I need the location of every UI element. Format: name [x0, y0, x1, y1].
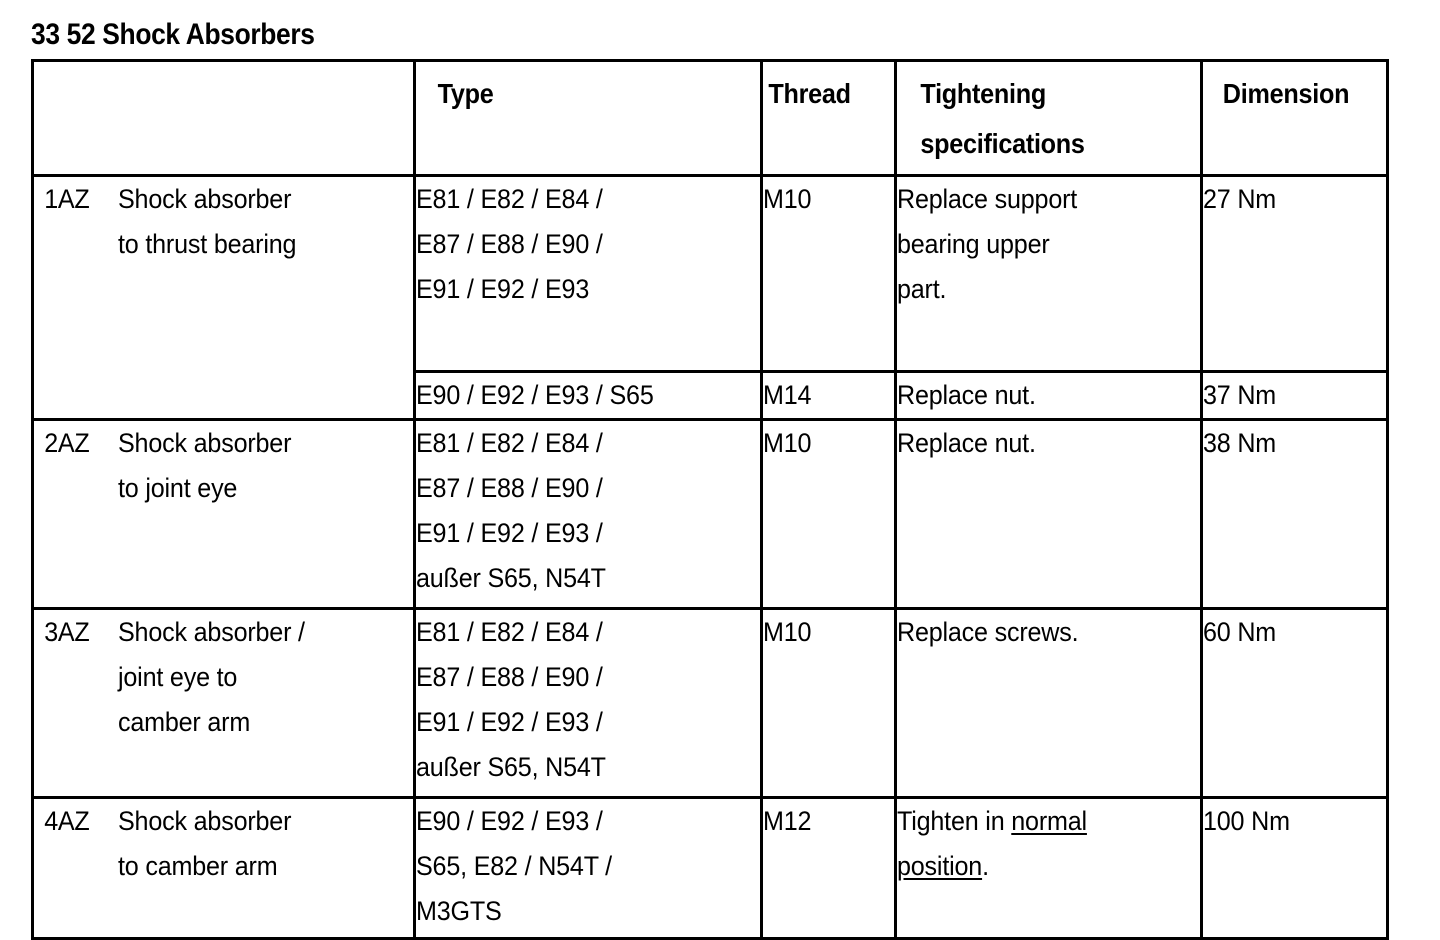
cell-dimension: 37 Nm	[1200, 370, 1389, 421]
cell-specifications: Tighten in normal position.	[894, 796, 1203, 940]
row-item-2az: 2AZ Shock absorber to joint eye	[31, 418, 416, 610]
cell-thread: M10	[760, 174, 897, 373]
spec-line-1: Tighten in normal	[897, 806, 1087, 836]
table-row: E90 / E92 / E93 / S65 M14 Replace nut. 3…	[33, 370, 1389, 421]
cell-specifications: Replace nut.	[894, 418, 1203, 610]
cell-type: E81 / E82 / E84 / E87 / E88 / E90 / E91 …	[413, 418, 763, 610]
cell-dimension: 100 Nm	[1200, 796, 1389, 940]
cell-thread: M14	[760, 370, 897, 421]
item-code: 4AZ	[44, 806, 90, 836]
column-header-type-label: Type	[437, 78, 494, 109]
item-code: 3AZ	[44, 617, 90, 647]
cell-type: E81 / E82 / E84 / E87 / E88 / E90 / E91 …	[413, 174, 763, 373]
cell-type: E90 / E92 / E93 / S65, E82 / N54T / M3GT…	[413, 796, 763, 940]
item-description: Shock absorber to thrust bearing	[118, 184, 297, 259]
cell-dimension: 60 Nm	[1200, 607, 1389, 799]
row-item-3az: 3AZ Shock absorber / joint eye to camber…	[31, 607, 416, 799]
column-header-type: Type	[413, 59, 763, 177]
cell-thread: M10	[760, 418, 897, 610]
column-header-specifications: Tightening specifications	[894, 59, 1203, 177]
cell-thread: M10	[760, 607, 897, 799]
column-header-thread-label: Thread	[768, 78, 851, 109]
item-description: Shock absorber to camber arm	[118, 806, 292, 881]
table-row: 4AZ Shock absorber to camber arm E90 / E…	[31, 796, 1389, 940]
table-row: 2AZ Shock absorber to joint eye E81 / E8…	[31, 418, 1389, 610]
cell-specifications: Replace nut.	[894, 370, 1203, 421]
item-description: Shock absorber / joint eye to camber arm	[118, 617, 305, 737]
spec-line-2: position.	[897, 851, 989, 881]
table-row: 1AZ Shock absorber to thrust bearing E81…	[31, 174, 1389, 421]
cell-specifications: Replace screws.	[894, 607, 1203, 799]
cell-type: E90 / E92 / E93 / S65	[413, 370, 763, 421]
row-item-4az: 4AZ Shock absorber to camber arm	[31, 796, 416, 940]
item-description: Shock absorber to joint eye	[118, 428, 292, 503]
column-header-item	[31, 59, 416, 177]
column-header-dimension-label: Dimension	[1222, 78, 1350, 109]
column-header-specifications-line2: specifications	[920, 128, 1085, 159]
shock-absorbers-spec-table: Type Thread Tightening specifications Di…	[31, 59, 1389, 940]
cell-specifications: Replace support bearing upper part.	[894, 174, 1203, 373]
table-header-row: Type Thread Tightening specifications Di…	[31, 59, 1389, 177]
column-header-dimension: Dimension	[1200, 59, 1389, 177]
spec-underlined-position: position	[897, 851, 983, 881]
table-row: 3AZ Shock absorber / joint eye to camber…	[31, 607, 1389, 799]
item-code: 1AZ	[44, 184, 90, 214]
cell-dimension: 38 Nm	[1200, 418, 1389, 610]
column-header-specifications-line1: Tightening	[920, 78, 1047, 109]
spec-underlined-normal: normal	[1011, 806, 1087, 836]
cell-dimension: 27 Nm	[1200, 174, 1389, 373]
row-item-1az: 1AZ Shock absorber to thrust bearing	[31, 174, 416, 421]
page-title: 33 52 Shock Absorbers	[31, 18, 315, 51]
cell-type: E81 / E82 / E84 / E87 / E88 / E90 / E91 …	[413, 607, 763, 799]
cell-thread: M12	[760, 796, 897, 940]
item-code: 2AZ	[44, 428, 90, 458]
column-header-thread: Thread	[760, 59, 897, 177]
